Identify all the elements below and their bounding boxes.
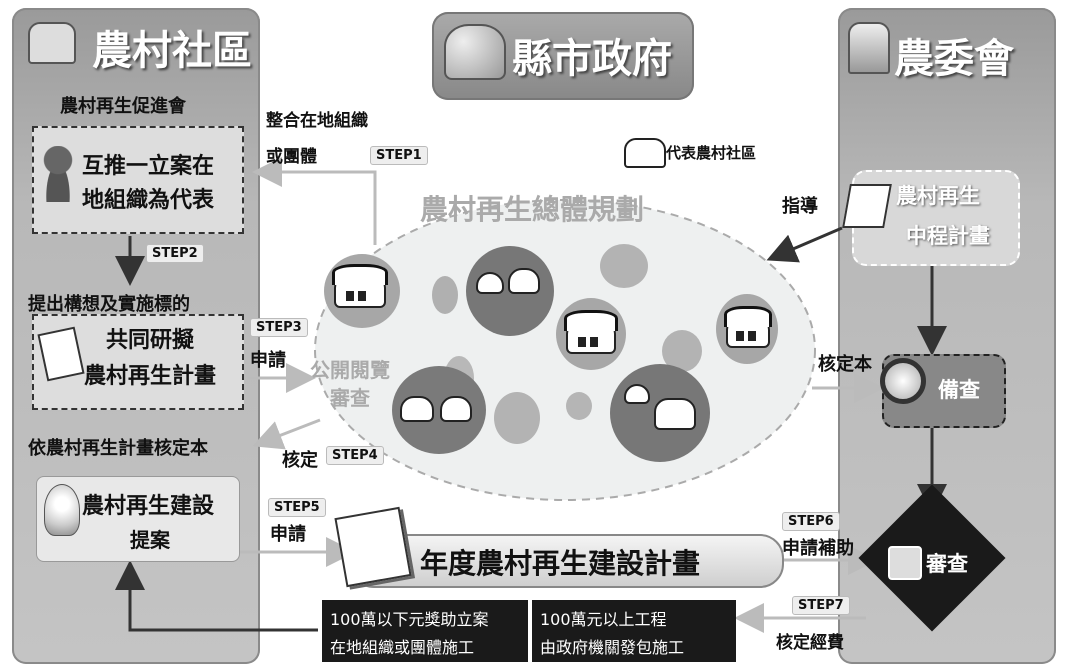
lightbulb-icon (44, 484, 80, 536)
construction-proposal-line1: 農村再生建設 (82, 494, 215, 519)
step7-badge: STEP7 (792, 596, 850, 615)
community-header: 農村社區 (92, 28, 252, 74)
annual-plan-title: 年度農村再生建設計畫 (420, 547, 701, 580)
community-blob (566, 392, 592, 420)
approved-plan-label: 依農村再生計畫核定本 (28, 438, 208, 459)
house-icon (28, 22, 76, 64)
construction-proposal-line2: 提案 (130, 528, 170, 552)
community-blob (432, 276, 458, 314)
large-project-box (532, 600, 736, 662)
community-house-icon (332, 264, 388, 308)
council-header: 農委會 (894, 36, 1014, 82)
people-icon (444, 24, 506, 80)
promotion-association-label: 農村再生促進會 (60, 96, 186, 117)
step2-badge: STEP2 (146, 244, 204, 263)
people-icon (40, 146, 76, 202)
community-legend-icon (624, 138, 666, 168)
apply-subsidy-label: 申請補助 (782, 538, 854, 559)
small-project-box (322, 600, 528, 662)
annual-plan-banner (350, 534, 784, 588)
public-review-line2: 審查 (330, 386, 370, 410)
magnifier-photo-icon (334, 506, 412, 588)
magnifier-icon (888, 546, 922, 580)
mid-term-plan-line1: 農村再生 (896, 184, 980, 208)
public-review-line1: 公開閱覽 (310, 358, 390, 382)
review-label: 審查 (926, 552, 968, 576)
proposal-label: 提出構想及實施標的 (28, 294, 190, 315)
community-house-icon (624, 384, 650, 404)
mutual-recommend-line1: 互推一立案在 (82, 154, 215, 179)
large-project-line2: 由政府機關發包施工 (540, 638, 685, 657)
community-house-icon (476, 272, 504, 294)
apply-label: 申請 (250, 350, 286, 371)
county-header: 縣市政府 (512, 36, 672, 82)
community-house-icon (564, 310, 618, 354)
community-blob (494, 392, 540, 444)
community-house-icon (400, 396, 434, 422)
community-house-icon (440, 396, 472, 422)
community-house-icon (724, 306, 772, 348)
approve-budget-label: 核定經費 (776, 633, 844, 653)
community-house-icon (654, 398, 696, 430)
overall-plan-title: 農村再生總體規劃 (420, 193, 645, 226)
building-icon (848, 22, 890, 74)
joint-plan-line2: 農村再生計畫 (84, 364, 217, 389)
integrate-label-line1: 整合在地組織 (266, 111, 368, 131)
record-review-label: 備查 (938, 378, 980, 402)
mid-term-plan-line2: 中程計畫 (906, 224, 990, 248)
community-house-icon (508, 268, 540, 294)
large-project-line1: 100萬元以上工程 (540, 610, 667, 629)
guide-label: 指導 (782, 196, 818, 217)
step6-badge: STEP6 (782, 512, 840, 531)
approve-label: 核定 (282, 450, 318, 471)
step1-badge: STEP1 (370, 146, 428, 165)
approved-copy-label: 核定本 (818, 354, 872, 375)
step5-badge: STEP5 (268, 498, 326, 517)
small-project-line1: 100萬以下元獎助立案 (330, 610, 489, 629)
magnifier-icon (880, 358, 926, 404)
joint-plan-line1: 共同研擬 (106, 328, 195, 353)
community-blob (600, 244, 648, 288)
apply-label-2: 申請 (270, 524, 306, 545)
integrate-label-line2: 或團體 (266, 147, 317, 167)
mutual-recommend-line2: 地組織為代表 (82, 188, 215, 213)
pen-document-icon (842, 184, 892, 228)
step3-badge: STEP3 (250, 318, 308, 337)
community-legend-label: 代表農村社區 (666, 144, 757, 162)
step4-badge: STEP4 (326, 446, 384, 465)
small-project-line2: 在地組織或團體施工 (330, 638, 475, 657)
